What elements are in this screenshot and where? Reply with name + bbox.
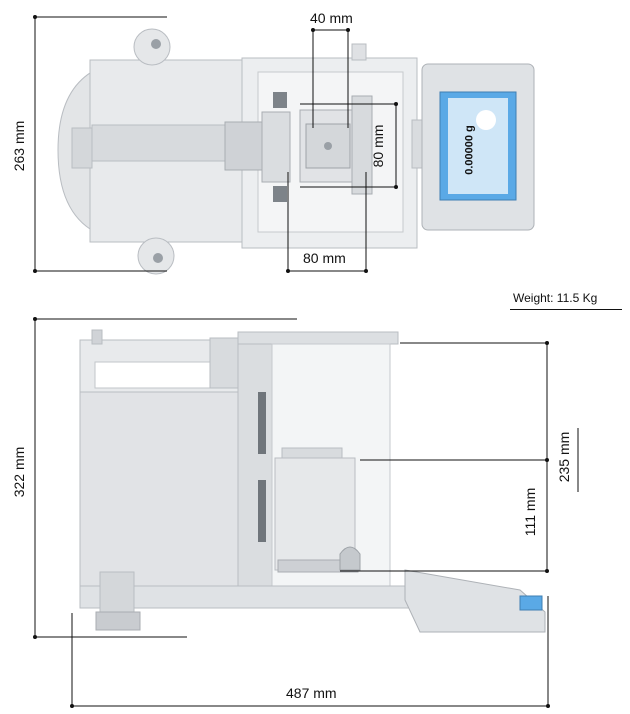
side-view-balance [79,329,546,633]
dimension-label-263mm: 263 mm [11,120,27,172]
top-view-balance [57,28,535,275]
weight-underline [510,309,622,310]
weight-label: Weight: 11.5 Kg [513,291,598,305]
dimension-label-80mm-vertical: 80 mm [370,124,386,168]
side-view-dimension-lines [33,317,579,708]
dimension-label-235mm: 235 mm [556,431,572,483]
dimension-label-40mm: 40 mm [310,10,353,26]
top-view-dimension-lines [33,15,398,273]
dimension-label-111mm: 111 mm [522,487,538,537]
dimension-label-80mm-horizontal: 80 mm [303,250,346,266]
dimension-label-322mm: 322 mm [11,446,27,498]
display-reading: 0.00000 g [463,125,476,175]
dimension-label-487mm: 487 mm [286,685,337,701]
